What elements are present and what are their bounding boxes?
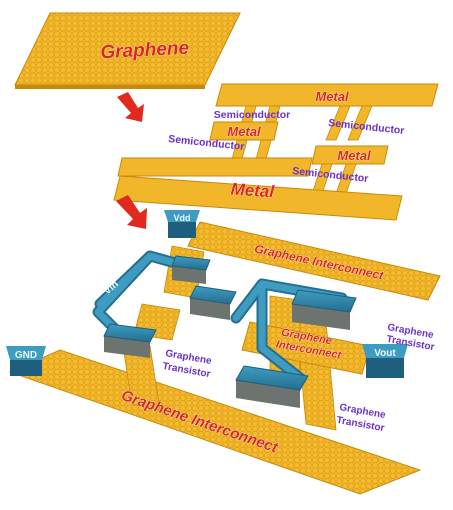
interconnect-bottom xyxy=(8,349,422,495)
down-arrow-icon xyxy=(116,195,147,229)
transistor-block-1 xyxy=(171,255,211,284)
semiconductor-label-2: Semiconductor xyxy=(328,117,405,137)
transistor-block-5 xyxy=(235,365,309,408)
interconnect-mid xyxy=(241,321,371,375)
vout-label: Vout xyxy=(374,348,396,359)
vout-port: Vout xyxy=(362,344,408,378)
gnd-label: GND xyxy=(15,350,37,361)
vdd-label: Vdd xyxy=(174,213,191,223)
semiconductor-label-4: Semiconductor xyxy=(292,165,369,185)
graphene-sheet-edge xyxy=(15,85,205,89)
metal-bar-top xyxy=(215,83,439,107)
metal-pad-left xyxy=(209,121,279,141)
vdd-port: Vdd xyxy=(164,210,200,238)
metal-label-2: Metal xyxy=(227,124,261,139)
transistor-block-2 xyxy=(189,285,237,320)
metal-bar-bottom xyxy=(113,175,403,221)
transistor-block-3 xyxy=(103,323,157,358)
transistor-block-4 xyxy=(291,289,357,330)
graphene-sheet-layer: Graphene xyxy=(14,12,241,89)
metal-label-4: Metal xyxy=(230,180,276,202)
graphene-circuit-layer: Vdd Vin GND Vout Graphene Interconnect G… xyxy=(6,210,441,495)
down-arrow-icon xyxy=(117,92,144,122)
semiconductor-label-1: Semiconductor xyxy=(214,109,290,121)
metal-label-1: Metal xyxy=(315,89,349,104)
metal-layer: Metal Metal Metal Metal Semiconductor Se… xyxy=(113,83,439,221)
metal-label-3: Metal xyxy=(337,148,371,163)
graphene-sheet-label: Graphene xyxy=(100,38,190,64)
gnd-port: GND xyxy=(6,346,46,376)
metal-pad-right xyxy=(311,145,389,165)
